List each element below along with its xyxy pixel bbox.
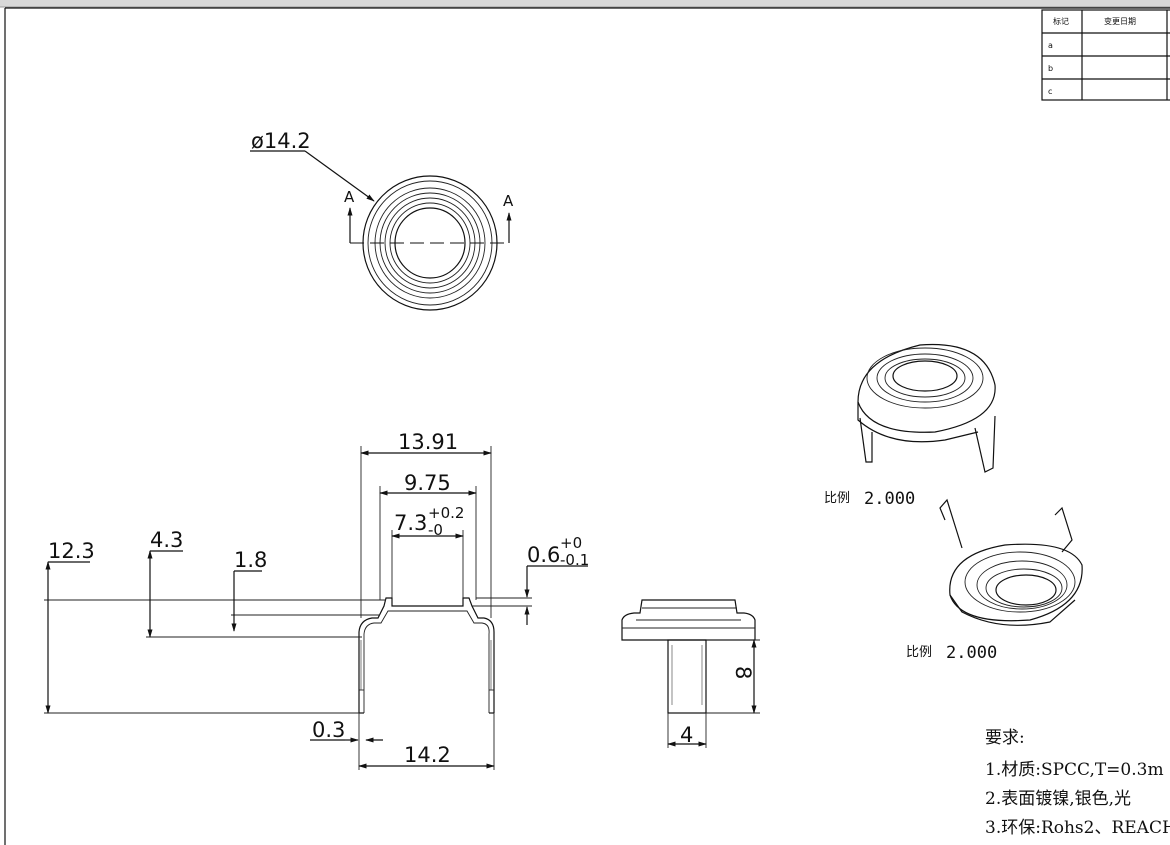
dim-height-step: 1.8 xyxy=(234,548,267,572)
table-header-date: 变更日期 xyxy=(1104,16,1136,26)
table-header-mark: 标记 xyxy=(1053,16,1069,26)
section-mark-right: A xyxy=(503,192,514,210)
diameter-label: ø14.2 xyxy=(251,129,311,153)
top-view: A A ø14.2 xyxy=(250,129,514,311)
iso-2-scale-value: 2.000 xyxy=(946,643,997,663)
dim-bottom-width: 14.2 xyxy=(404,743,451,767)
iso-view-1: 比例 2.000 xyxy=(824,343,996,509)
dim-leg-width: 4 xyxy=(680,723,693,747)
table-row-a: a xyxy=(1048,41,1053,50)
iso-1-scale-value: 2.000 xyxy=(864,489,915,509)
dim-step-tol-upper: +0 xyxy=(560,534,582,552)
dim-overall-top: 13.91 xyxy=(398,430,458,454)
dim-height-flange: 4.3 xyxy=(150,528,183,552)
notes-heading: 要求: xyxy=(985,728,1025,748)
window-top-bar xyxy=(0,0,1170,7)
dim-height-total: 12.3 xyxy=(48,539,95,563)
note-material: 1.材质:SPCC,T=0.3m xyxy=(985,760,1164,780)
technical-notes: 要求: 1.材质:SPCC,T=0.3m 2.表面镀镍,银色,光 3.环保:Ro… xyxy=(985,728,1170,838)
section-mark-left: A xyxy=(344,188,355,206)
side-view: 8 4 xyxy=(621,599,760,748)
dim-hole-tol-upper: +0.2 xyxy=(428,504,464,522)
dim-step-tol-lower: -0.1 xyxy=(560,551,589,569)
dim-step-thk: 0.6 xyxy=(527,543,560,567)
note-surface: 2.表面镀镍,银色,光 xyxy=(985,789,1131,809)
front-section-view: 13.91 9.75 7.3 +0.2 -0 12.3 4.3 1.8 xyxy=(44,430,589,770)
dim-hole-tol-lower: -0 xyxy=(428,521,443,539)
table-row-b: b xyxy=(1048,64,1053,73)
iso-view-2: 比例 2.000 xyxy=(906,498,1083,663)
dim-wall: 0.3 xyxy=(312,718,345,742)
dim-inner: 9.75 xyxy=(404,471,451,495)
iso-1-scale-label: 比例 xyxy=(824,491,850,506)
revision-table: 标记 变更日期 a b c xyxy=(1041,9,1170,101)
dim-hole: 7.3 xyxy=(394,511,427,535)
table-row-c: c xyxy=(1048,87,1052,96)
iso-2-scale-label: 比例 xyxy=(906,645,932,660)
note-environmental: 3.环保:Rohs2、REACH xyxy=(985,818,1170,838)
dim-leg-length: 8 xyxy=(731,666,755,679)
